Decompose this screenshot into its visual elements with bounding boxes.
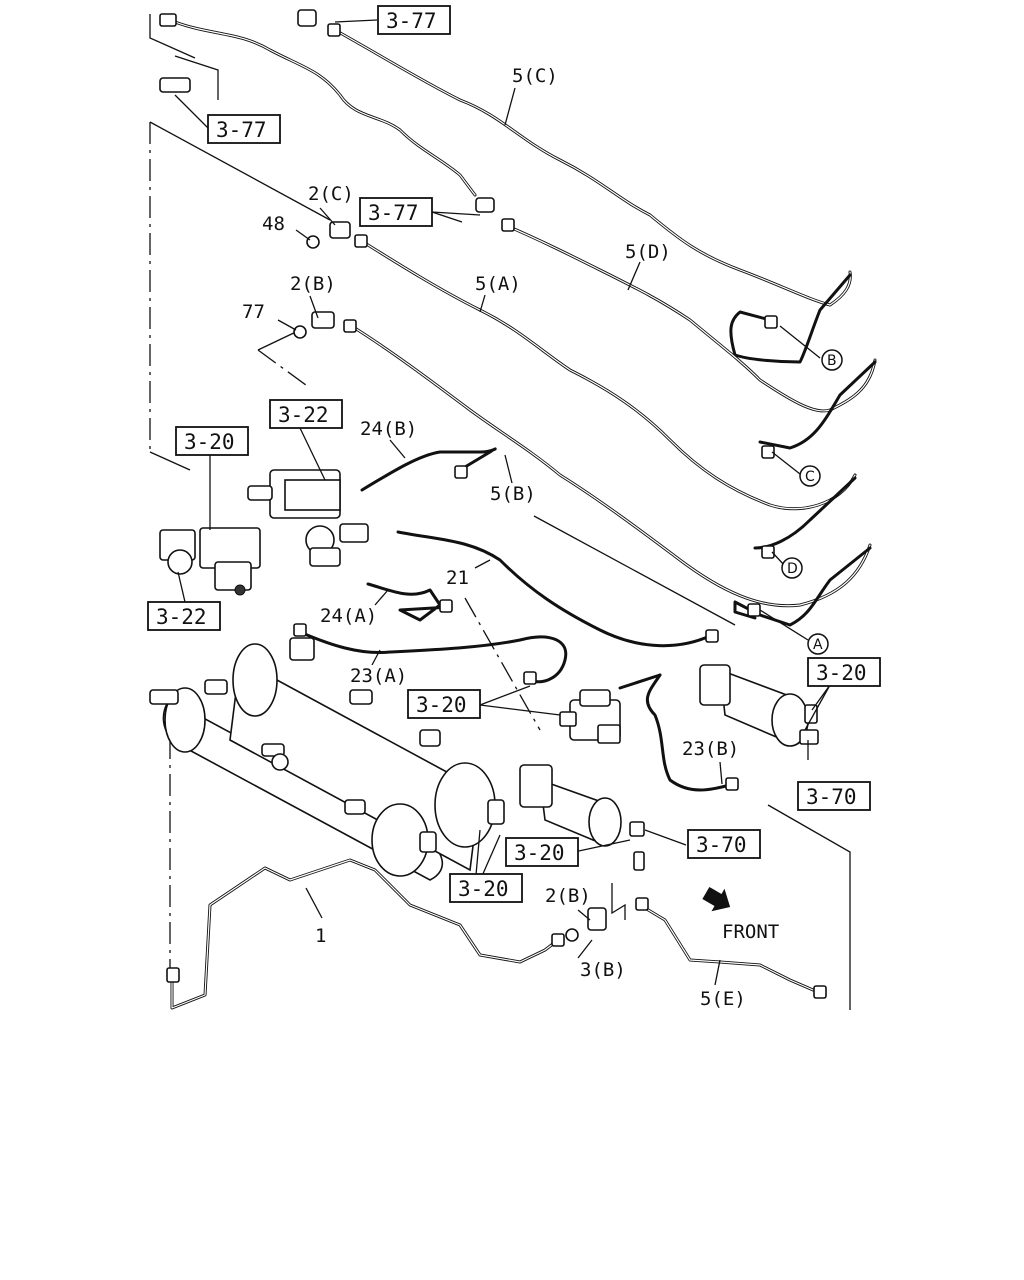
ref-box-3-20-right[interactable]: 3-20 (807, 657, 881, 687)
fittings (159, 9, 827, 999)
svg-text:3-70: 3-70 (696, 833, 747, 857)
svg-text:3-77: 3-77 (368, 201, 419, 225)
svg-text:3-20: 3-20 (416, 693, 467, 717)
label-5a: 5(A) (475, 273, 521, 295)
ref-box-3-22-left[interactable]: 3-22 (147, 601, 221, 631)
ref-box-3-77-top[interactable]: 3-77 (377, 5, 451, 35)
ref-box-3-77-left[interactable]: 3-77 (207, 114, 281, 144)
connection-marker-c: C (799, 465, 821, 487)
ref-box-3-70-lower[interactable]: 3-70 (687, 829, 761, 859)
label-2b-top: 2(B) (290, 273, 336, 295)
label-5b: 5(B) (490, 483, 536, 505)
label-23b: 23(B) (682, 738, 739, 760)
connection-markers: B C D A (781, 349, 843, 655)
connection-marker-d: D (781, 557, 803, 579)
ref-box-3-20-left[interactable]: 3-20 (175, 426, 249, 456)
front-indicator: FRONT (702, 886, 779, 943)
air-tanks (149, 637, 505, 881)
boundary-lines (149, 14, 851, 1010)
svg-text:3-22: 3-22 (278, 403, 329, 427)
relay-valve-center (559, 689, 621, 744)
svg-text:B: B (827, 353, 837, 369)
label-77: 77 (242, 301, 265, 323)
svg-text:3-22: 3-22 (156, 605, 207, 629)
front-arrow-icon (702, 886, 731, 912)
label-1: 1 (315, 925, 326, 947)
front-label: FRONT (722, 921, 779, 943)
label-5d: 5(D) (625, 241, 671, 263)
label-2c: 2(C) (308, 183, 354, 205)
label-48: 48 (262, 213, 285, 235)
label-5e: 5(E) (700, 988, 746, 1010)
ref-box-3-20-lower[interactable]: 3-20 (505, 837, 579, 867)
svg-text:3-70: 3-70 (806, 785, 857, 809)
ref-box-3-70-right[interactable]: 3-70 (797, 781, 871, 811)
label-21: 21 (446, 567, 469, 589)
svg-text:3-20: 3-20 (184, 430, 235, 454)
ref-box-3-20-center[interactable]: 3-20 (407, 689, 481, 719)
svg-text:3-77: 3-77 (216, 118, 267, 142)
valve-cluster (159, 469, 369, 596)
label-24a: 24(A) (320, 605, 377, 627)
ref-box-3-77-mid[interactable]: 3-77 (359, 197, 433, 227)
label-3b: 3(B) (580, 959, 626, 981)
label-23a: 23(A) (350, 665, 407, 687)
svg-text:3-20: 3-20 (458, 877, 509, 901)
svg-text:A: A (813, 637, 823, 653)
svg-text:3-20: 3-20 (816, 661, 867, 685)
connection-marker-b: B (821, 349, 843, 371)
leader-lines (174, 19, 831, 986)
reference-boxes: 3-77 3-77 3-77 3-22 3-20 3-22 3-20 3-20 (147, 5, 881, 903)
ref-box-3-22-top[interactable]: 3-22 (269, 399, 343, 429)
part-labels: 5(C) 2(C) 48 5(D) 5(A) 2(B) 77 24(B) 5(B… (242, 65, 746, 1010)
label-24b: 24(B) (360, 418, 417, 440)
ref-box-3-20-bottom[interactable]: 3-20 (449, 873, 523, 903)
connection-marker-a: A (807, 633, 829, 655)
label-2b-bottom: 2(B) (545, 885, 591, 907)
svg-text:3-77: 3-77 (386, 9, 437, 33)
svg-text:3-20: 3-20 (514, 841, 565, 865)
svg-text:C: C (805, 469, 815, 485)
svg-text:D: D (787, 561, 798, 577)
brake-chambers (519, 664, 819, 871)
label-5c: 5(C) (512, 65, 558, 87)
